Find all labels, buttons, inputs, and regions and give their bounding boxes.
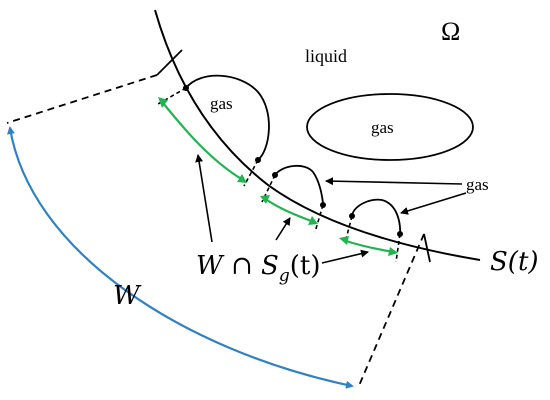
interval-tick [395, 233, 401, 263]
interval-tick [243, 159, 259, 187]
liquid-label: liquid [305, 46, 347, 66]
omega-label: Ω [441, 17, 460, 46]
intersection-arrow-3 [342, 238, 395, 254]
intersection-arrow-2 [263, 197, 315, 224]
window-label: W [113, 281, 142, 311]
intersection-label-main: W ∩ S [196, 251, 279, 281]
gas-bubble-small [351, 198, 402, 237]
pointer-arrows [195, 154, 467, 264]
intersection-label-suffix: (t) [290, 251, 321, 281]
pointer-gas-2 [400, 192, 467, 215]
intersection-arrowheads [158, 97, 398, 256]
arrowhead [308, 216, 318, 225]
interval-tick [157, 87, 187, 105]
arrowhead [158, 97, 168, 108]
gas-label-bubble: gas [210, 94, 233, 113]
gas-bubble-medium [274, 165, 324, 204]
intersection-arrow-1 [162, 102, 244, 181]
gas-bubble-large [185, 74, 270, 161]
gas-bubble-interior [306, 93, 474, 161]
intersection-label: W ∩ Sg(t) [196, 251, 321, 286]
pointer-to-arrow-2 [275, 217, 291, 241]
window-dashed-bottom [357, 233, 425, 389]
pointer-to-arrow-1 [195, 154, 213, 243]
gas-label-interior: gas [371, 118, 394, 137]
window-arc [7, 126, 354, 389]
window-boundary-tick-bottom [423, 233, 431, 263]
pointer-gas-1 [325, 177, 463, 186]
arrowhead [388, 247, 398, 256]
window-boundary-tick-top [156, 49, 183, 76]
arrowhead [237, 174, 247, 183]
surface-label: S(t) [490, 247, 539, 277]
pointer-to-arrow-3 [321, 249, 369, 264]
arrowhead [339, 236, 349, 245]
window-dashed-top [6, 74, 158, 124]
intersection-label-subscript: g [279, 266, 290, 286]
arrowhead [260, 195, 270, 204]
interval-tick [314, 204, 324, 233]
gas-label-pointer: gas [466, 175, 489, 194]
